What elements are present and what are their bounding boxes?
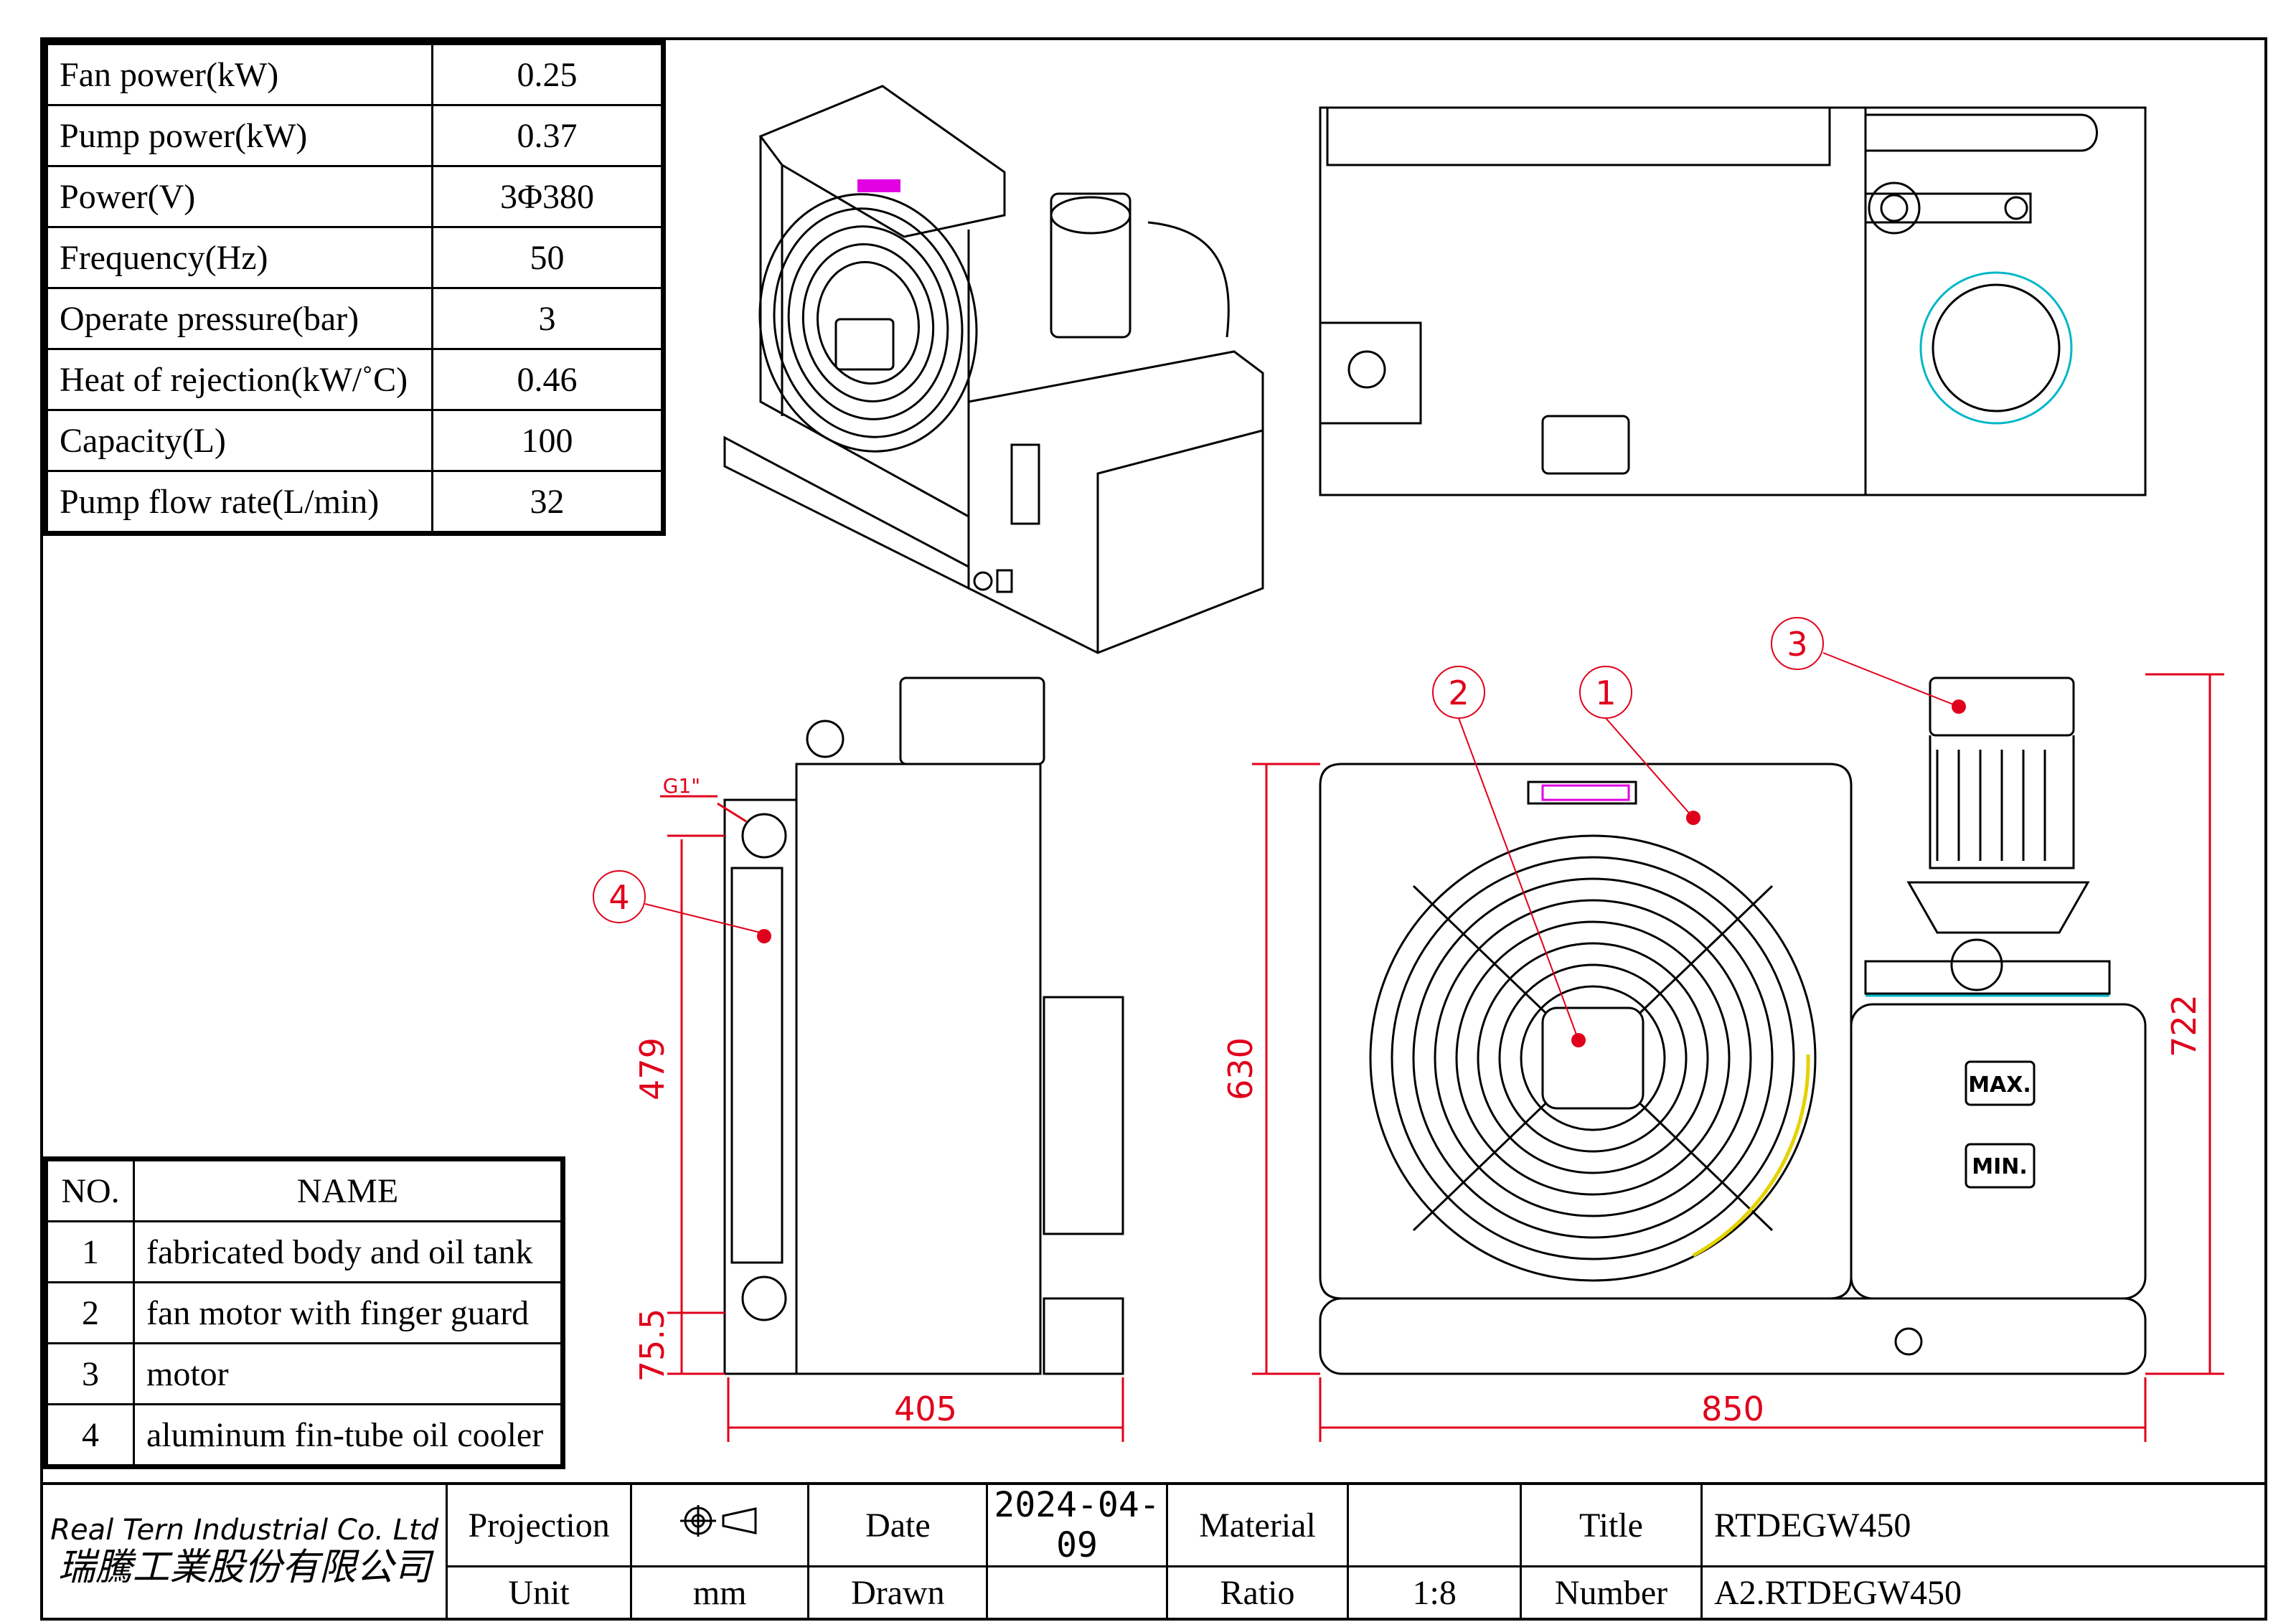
spec-label: Frequency(Hz) — [44, 226, 433, 289]
date-label: Date — [807, 1482, 989, 1567]
company-name-en: Real Tern Industrial Co. Ltd — [50, 1513, 439, 1547]
spec-row: Operate pressure(bar)3 — [44, 287, 664, 350]
part-name: fabricated body and oil tank — [133, 1220, 564, 1283]
spec-value: 3Φ380 — [431, 165, 664, 228]
dim-front-height-body: 630 — [1221, 1037, 1260, 1100]
spec-label: Operate pressure(bar) — [44, 287, 433, 350]
dim-port-thread: G1" — [663, 774, 700, 798]
ratio-value: 1:8 — [1347, 1565, 1523, 1621]
gauge-min-label: MIN. — [1972, 1154, 2028, 1179]
balloon-4: 4 — [608, 878, 629, 917]
spec-label: Pump power(kW) — [44, 104, 433, 167]
part-name: motor — [133, 1342, 564, 1405]
parts-header-name: NAME — [133, 1158, 564, 1222]
drawn-label: Drawn — [807, 1565, 989, 1621]
balloon-2: 2 — [1448, 674, 1469, 712]
spec-row: Fan power(kW)0.25 — [44, 42, 664, 106]
isometric-view — [723, 85, 1264, 654]
spec-value: 0.25 — [431, 42, 664, 106]
parts-header-row: NO. NAME — [44, 1158, 564, 1222]
part-number: 3 — [44, 1342, 135, 1405]
projection-symbol-icon — [629, 1482, 810, 1567]
spec-row: Heat of rejection(kW/˚C)0.46 — [44, 348, 664, 411]
dim-side-height-base: 75.5 — [633, 1309, 672, 1382]
spec-value: 32 — [431, 470, 664, 534]
spec-value: 50 — [431, 226, 664, 289]
spec-row: Power(V)3Φ380 — [44, 165, 664, 228]
spec-row: Pump flow rate(L/min)32 — [44, 470, 664, 534]
number-value: A2.RTDEGW450 — [1700, 1565, 2267, 1621]
spec-label: Fan power(kW) — [44, 42, 433, 106]
spec-row: Pump power(kW)0.37 — [44, 104, 664, 167]
company-name-zh: 瑞騰工業股份有限公司 — [57, 1545, 431, 1589]
part-number: 4 — [44, 1403, 135, 1468]
spec-value: 0.37 — [431, 104, 664, 167]
spec-value: 0.46 — [431, 348, 664, 411]
side-view — [723, 676, 1124, 1375]
number-label: Number — [1520, 1565, 1703, 1621]
unit-label: Unit — [446, 1565, 632, 1621]
top-view — [1319, 106, 2147, 496]
dim-side-width: 405 — [894, 1390, 957, 1428]
spec-value: 3 — [431, 287, 664, 350]
part-number: 2 — [44, 1281, 135, 1344]
title-block: Real Tern Industrial Co. Ltd 瑞騰工業股份有限公司 … — [40, 1482, 2267, 1621]
dim-front-width: 850 — [1701, 1390, 1764, 1428]
spec-value: 100 — [431, 409, 664, 472]
balloon-3: 3 — [1787, 625, 1807, 664]
drawn-value — [986, 1565, 1168, 1621]
spec-label: Capacity(L) — [44, 409, 433, 472]
ratio-label: Ratio — [1165, 1565, 1350, 1621]
projection-label: Projection — [446, 1482, 632, 1567]
title-value: RTDEGW450 — [1700, 1482, 2267, 1567]
spec-label: Power(V) — [44, 165, 433, 228]
parts-header-no: NO. — [44, 1158, 135, 1222]
material-value — [1347, 1482, 1523, 1567]
unit-value: mm — [629, 1565, 810, 1621]
balloon-1: 1 — [1595, 674, 1616, 712]
spec-row: Frequency(Hz)50 — [44, 226, 664, 289]
dim-front-height-total: 722 — [2165, 994, 2203, 1057]
spec-label: Heat of rejection(kW/˚C) — [44, 348, 433, 411]
date-value: 2024-04-09 — [986, 1482, 1168, 1567]
material-label: Material — [1165, 1482, 1350, 1567]
front-view — [1319, 676, 2147, 1375]
company-name: Real Tern Industrial Co. Ltd 瑞騰工業股份有限公司 — [40, 1482, 448, 1621]
part-name: aluminum fin-tube oil cooler — [133, 1403, 564, 1468]
spec-row: Capacity(L)100 — [44, 409, 664, 472]
dim-side-height-cooler: 479 — [633, 1037, 672, 1100]
part-number: 1 — [44, 1220, 135, 1283]
part-name: fan motor with finger guard — [133, 1281, 564, 1344]
gauge-max-label: MAX. — [1968, 1072, 2031, 1098]
spec-label: Pump flow rate(L/min) — [44, 470, 433, 534]
title-label: Title — [1520, 1482, 1703, 1567]
